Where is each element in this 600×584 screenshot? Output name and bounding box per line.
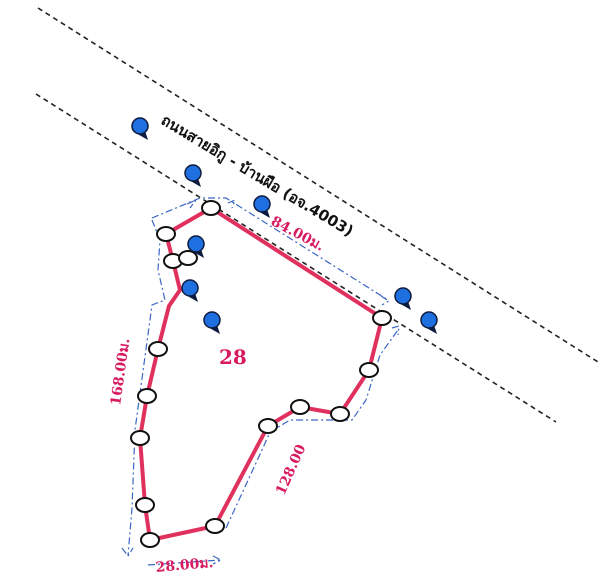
arrowhead-east — [391, 325, 400, 336]
vertex-marker[interactable] — [178, 250, 198, 266]
arrowhead-south-right — [212, 555, 223, 565]
boundary-vertices — [130, 200, 392, 548]
location-pins — [131, 117, 438, 334]
guide-west — [127, 219, 166, 557]
parcel-number-label: 28 — [219, 345, 247, 369]
blue-pin-icon[interactable] — [394, 287, 412, 310]
arrowhead-north-left — [186, 198, 198, 209]
vertex-marker[interactable] — [359, 362, 379, 378]
dimension-south-label: 28.00ม. — [155, 555, 214, 576]
dimension-guides — [121, 197, 400, 566]
vertex-marker[interactable] — [330, 406, 350, 422]
blue-pin-icon[interactable] — [420, 311, 438, 334]
vertex-marker[interactable] — [201, 200, 221, 216]
arrowhead-west-bottom — [121, 547, 134, 558]
vertex-marker[interactable] — [372, 310, 392, 326]
road-edge-upper — [37, 7, 599, 363]
vertex-marker[interactable] — [156, 226, 176, 242]
vertex-marker[interactable] — [135, 497, 155, 513]
guide-south — [147, 559, 221, 566]
vertex-marker[interactable] — [148, 341, 168, 357]
vertex-marker[interactable] — [205, 518, 225, 534]
vertex-marker[interactable] — [140, 532, 160, 548]
road-edge-lower — [35, 93, 557, 423]
guide-north — [151, 197, 389, 301]
vertex-marker[interactable] — [130, 430, 150, 446]
vertex-marker[interactable] — [258, 418, 278, 434]
vertex-marker[interactable] — [290, 399, 310, 415]
blue-pin-icon[interactable] — [184, 164, 202, 187]
blue-pin-icon[interactable] — [203, 311, 221, 334]
blue-pin-icon[interactable] — [253, 195, 271, 218]
arrowhead-north-right — [227, 198, 237, 209]
blue-pin-icon[interactable] — [131, 117, 149, 140]
dimension-west-label: 168.00ม. — [108, 337, 133, 406]
blue-pin-icon[interactable] — [187, 235, 205, 258]
blue-pin-icon[interactable] — [181, 279, 199, 302]
vertex-marker[interactable] — [137, 388, 157, 404]
arrowhead-northeast — [380, 295, 391, 306]
dimension-southeast-label: 128.00 — [273, 442, 310, 498]
